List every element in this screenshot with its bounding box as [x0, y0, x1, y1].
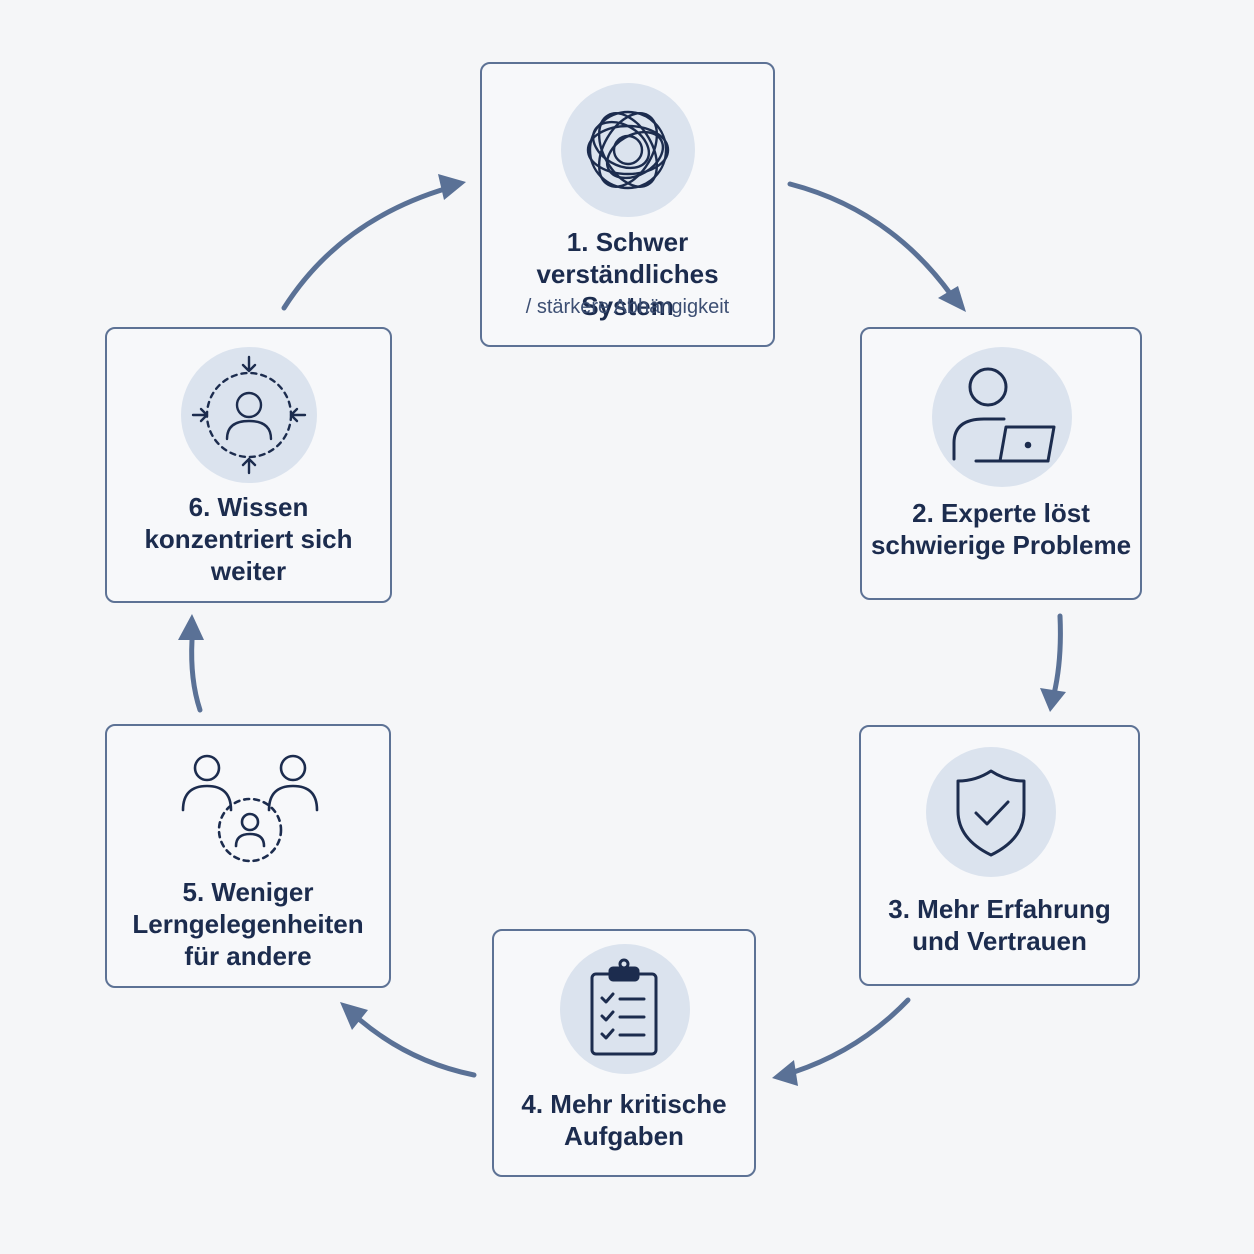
- person-laptop-icon: [932, 347, 1072, 487]
- step-3-title: 3. Mehr Erfahrung und Vertrauen: [888, 894, 1111, 956]
- tangled-network-icon: [561, 83, 695, 217]
- step-1-subtitle: / stärkere Abhängigkeit: [525, 296, 730, 318]
- arrowhead-5: [340, 1002, 368, 1030]
- arrow-2-to-3: [1051, 613, 1063, 697]
- step-4-card: 4. Mehr kritische Aufgaben: [492, 929, 756, 1177]
- arrowhead-1: [438, 174, 466, 200]
- arrow-5-to-6: [189, 637, 203, 713]
- step-4-title: 4. Mehr kritische Aufgaben: [521, 1089, 727, 1151]
- arrow-4-to-5: [357, 1017, 477, 1078]
- arrow-6-to-1: [281, 185, 451, 311]
- step-1-card: 1. Schwer verständliches System / stärke…: [480, 62, 775, 347]
- arrow-3-to-4: [791, 997, 911, 1075]
- step-6-title: 6. Wissen konzentriert sich weiter: [144, 492, 353, 586]
- step-6-card: 6. Wissen konzentriert sich weiter: [105, 327, 392, 603]
- step-5-card: 5. Weniger Lerngelegenheiten für andere: [105, 724, 391, 988]
- step-3-card: 3. Mehr Erfahrung und Vertrauen: [859, 725, 1140, 986]
- clipboard-checklist-icon: [560, 944, 690, 1074]
- people-group-icon: [177, 748, 323, 868]
- arrowhead-4: [772, 1060, 798, 1086]
- shield-check-icon: [926, 747, 1056, 877]
- step-1-title: 1. Schwer verständliches System: [536, 227, 719, 321]
- step-2-card: 2. Experte löst schwierige Probleme: [860, 327, 1142, 600]
- arrowhead-3: [1040, 688, 1066, 712]
- arrow-1-to-2: [787, 181, 955, 299]
- arrowhead-2: [938, 286, 966, 312]
- step-2-title: 2. Experte löst schwierige Probleme: [870, 498, 1132, 560]
- step-5-title: 5. Weniger Lerngelegenheiten für andere: [132, 877, 364, 971]
- arrowhead-6: [178, 614, 204, 640]
- person-focus-icon: [181, 347, 317, 483]
